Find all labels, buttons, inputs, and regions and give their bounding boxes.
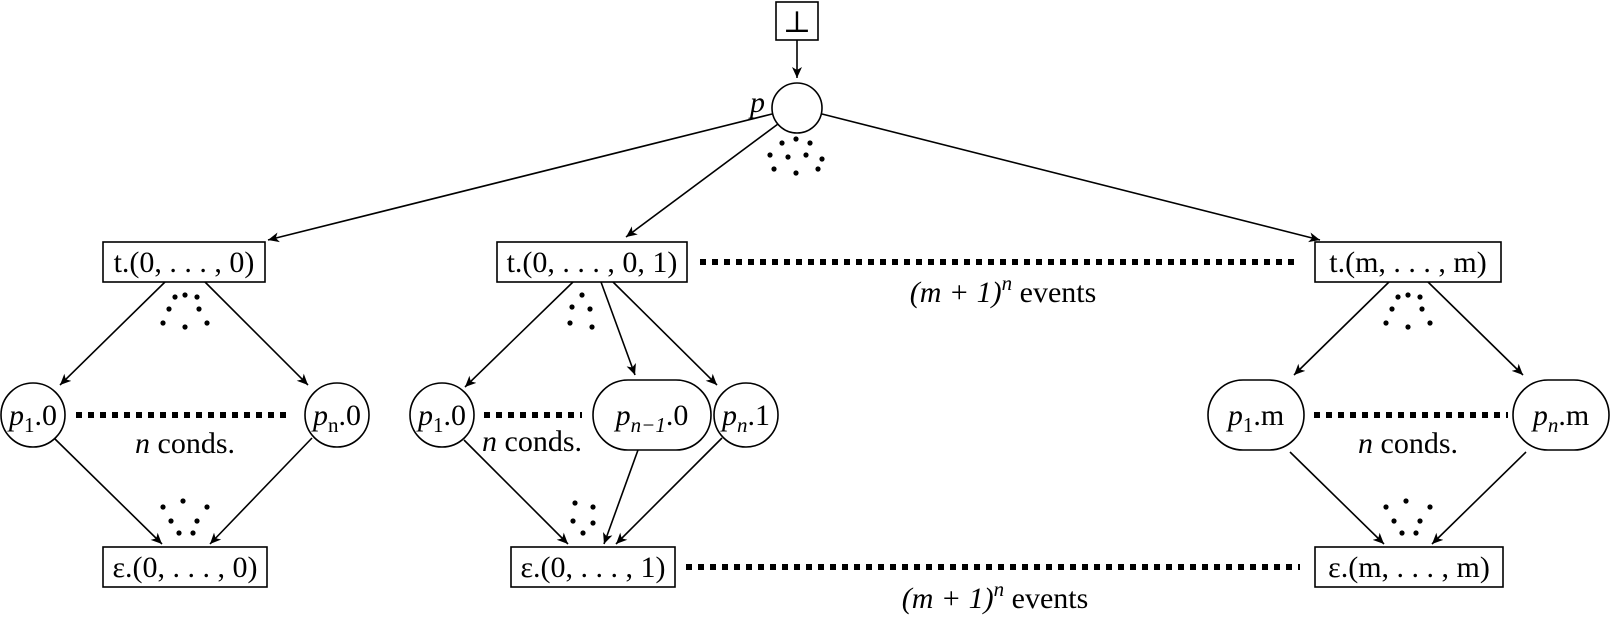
edge-p1-eright bbox=[1289, 451, 1385, 545]
edge-tleft-p1 bbox=[59, 281, 166, 386]
edge-tleft-pn bbox=[204, 281, 309, 386]
edge-tright-p1 bbox=[1293, 281, 1390, 376]
event-t-left-label: t.(0, . . . , 0) bbox=[114, 246, 255, 279]
event-e-left-label: ε.(0, . . . , 0) bbox=[112, 551, 257, 584]
conds-label-right: n conds. bbox=[1358, 427, 1458, 460]
root-event: ⊥ bbox=[775, 1, 819, 41]
edge-p-t-right bbox=[821, 113, 1321, 243]
event-e-right: ε.(m, . . . , m) bbox=[1314, 546, 1504, 588]
event-t-left: t.(0, . . . , 0) bbox=[102, 241, 266, 283]
edge-pn-eright bbox=[1431, 451, 1527, 545]
edge-p1-emid bbox=[463, 439, 569, 545]
edge-tmid-pn1 bbox=[600, 281, 636, 376]
event-t-right-label: t.(m, . . . , m) bbox=[1329, 246, 1487, 279]
event-e-mid-label: ε.(0, . . . , 1) bbox=[520, 551, 665, 584]
ellipsis-tmid bbox=[567, 292, 595, 330]
ellipsis-below-p bbox=[767, 136, 825, 176]
cond-right-first: p1.m bbox=[1207, 379, 1305, 451]
cond-mid-first: p1.0 bbox=[409, 382, 475, 448]
edge-tmid-p1 bbox=[464, 281, 574, 388]
ellipsis-eleft bbox=[160, 498, 210, 536]
cond-left-first: p1.0 bbox=[0, 382, 66, 448]
ellipsis-eright bbox=[1383, 498, 1433, 536]
ellipsis-tleft bbox=[160, 292, 210, 330]
event-e-left: ε.(0, . . . , 0) bbox=[102, 546, 268, 588]
edge-tright-pn bbox=[1427, 281, 1524, 376]
edge-pn-emid bbox=[615, 437, 723, 545]
event-t-right: t.(m, . . . , m) bbox=[1314, 241, 1502, 283]
place-p-label: p bbox=[748, 86, 765, 119]
conds-label-left: n conds. bbox=[135, 427, 235, 460]
events-count-bottom: (m + 1)n events bbox=[902, 577, 1089, 615]
place-p: p bbox=[748, 82, 823, 134]
edge-p-t-mid bbox=[625, 123, 779, 238]
svg-text:p1.0: p1.0 bbox=[416, 399, 466, 437]
svg-text:pn.m: pn.m bbox=[1531, 399, 1589, 437]
events-count-top: (m + 1)n events bbox=[910, 271, 1097, 309]
ellipsis-tright bbox=[1383, 292, 1433, 330]
cond-mid-second: pn−1.0 bbox=[592, 379, 712, 451]
ellipsis-marks bbox=[160, 136, 1433, 536]
svg-text:p1.m: p1.m bbox=[1226, 399, 1284, 437]
cond-right-last: pn.m bbox=[1512, 379, 1610, 451]
event-t-mid-label: t.(0, . . . , 0, 1) bbox=[507, 246, 678, 279]
edge-p-t-left bbox=[267, 113, 773, 243]
edge-tmid-pn bbox=[612, 281, 718, 386]
event-e-right-label: ε.(m, . . . , m) bbox=[1328, 551, 1490, 584]
edge-pn-eleft bbox=[209, 437, 313, 545]
edge-pn1-emid bbox=[603, 449, 639, 545]
annotations: n conds. n conds. n conds. (m + 1)n even… bbox=[135, 271, 1458, 615]
svg-text:p1.0: p1.0 bbox=[7, 399, 57, 437]
svg-text:pn.0: pn.0 bbox=[311, 399, 361, 437]
event-t-mid: t.(0, . . . , 0, 1) bbox=[496, 241, 688, 283]
ellipsis-emid bbox=[570, 500, 596, 536]
svg-text:pn−1.0: pn−1.0 bbox=[614, 399, 689, 437]
event-e-mid: ε.(0, . . . , 1) bbox=[510, 546, 676, 588]
conds-label-mid: n conds. bbox=[482, 425, 582, 458]
root-symbol: ⊥ bbox=[783, 6, 811, 39]
edge-p1-eleft bbox=[53, 437, 163, 545]
edges bbox=[53, 40, 1527, 545]
cond-mid-last: pn.1 bbox=[713, 382, 779, 448]
svg-text:pn.1: pn.1 bbox=[720, 399, 770, 437]
cond-left-last: pn.0 bbox=[304, 382, 370, 448]
dotted-connectors bbox=[76, 259, 1508, 570]
